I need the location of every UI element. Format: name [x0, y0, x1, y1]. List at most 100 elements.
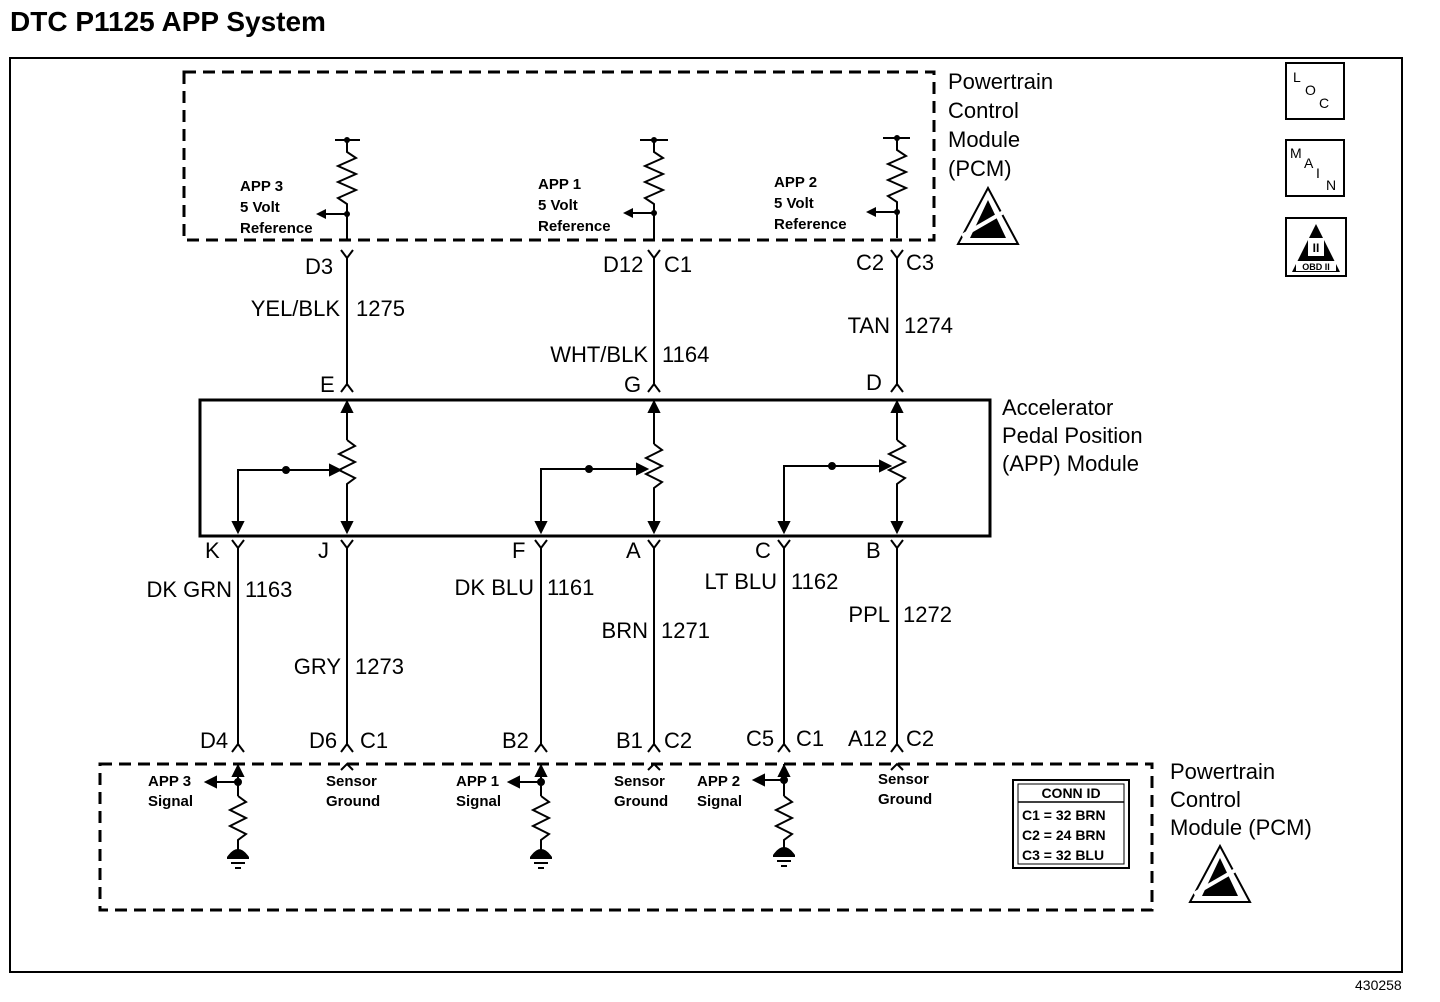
sensor-ground-stubs — [340, 762, 904, 771]
badge-letter: O — [1305, 82, 1316, 98]
app-top-pin-labels: E G D — [320, 370, 882, 397]
pin-label: G — [624, 372, 641, 397]
pcm-bottom-label-line: Powertrain — [1170, 759, 1275, 784]
app-module-label-line: Pedal Position — [1002, 423, 1143, 448]
ref-label: Reference — [774, 216, 847, 233]
pcm-label: Ground — [326, 793, 380, 810]
pin-label: C2 — [856, 250, 884, 275]
app-sensor-1 — [534, 399, 665, 535]
connector-label: C1 — [664, 252, 692, 277]
bottom-pcm-labels: APP 3 Signal Sensor Ground APP 1 Signal … — [148, 771, 932, 810]
wire-circuit: 1273 — [355, 654, 404, 679]
app2-reference-circuit — [866, 135, 910, 238]
obd-numeral: II — [1313, 241, 1320, 255]
pin-label: C — [755, 538, 771, 563]
pcm-label: Sensor — [326, 773, 377, 790]
wire-circuit: 1161 — [547, 575, 594, 600]
pin-label: B1 — [616, 728, 643, 753]
obd-text: OBD II — [1302, 262, 1330, 272]
outer-frame — [9, 57, 1403, 973]
esd-warning-icon — [956, 185, 1020, 245]
wire-circuit: 1274 — [904, 313, 953, 338]
pin-label: D — [866, 370, 882, 395]
pcm-bottom-label-line: Module (PCM) — [1170, 815, 1312, 840]
badge-letter: C — [1319, 95, 1329, 111]
app-module-label-line: Accelerator — [1002, 395, 1113, 420]
app-module-label: Accelerator Pedal Position (APP) Module — [1002, 395, 1143, 476]
wire-circuit: 1275 — [356, 296, 405, 321]
obd2-badge-icon: II OBD II — [1285, 217, 1347, 277]
pin-label: C5 — [746, 726, 774, 751]
wire-circuit: 1271 — [661, 618, 710, 643]
pin-label: B — [866, 538, 881, 563]
wire-color: PPL — [848, 602, 890, 627]
pcm-top-label-line: (PCM) — [948, 156, 1012, 181]
wire-color: TAN — [848, 313, 890, 338]
conn-id-row: C2 = 24 BRN — [1022, 827, 1106, 843]
pin-label: D3 — [305, 254, 333, 279]
wire-color: WHT/BLK — [550, 342, 648, 367]
badge-letter: M — [1290, 145, 1302, 161]
pcm-label: Sensor — [614, 773, 665, 790]
badge-letter: L — [1293, 69, 1301, 85]
pcm-label: Signal — [697, 793, 742, 810]
wire-color: GRY — [294, 654, 342, 679]
bottom-wires — [231, 539, 904, 753]
pcm-label: APP 2 — [697, 773, 740, 790]
main-badge-icon: M A I N — [1285, 139, 1345, 197]
conn-id-row: C1 = 32 BRN — [1022, 807, 1106, 823]
pin-label: D4 — [200, 728, 228, 753]
wire-circuit: 1272 — [903, 602, 952, 627]
app2-signal-circuit — [751, 763, 796, 867]
ref-label: 5 Volt — [774, 195, 814, 212]
ref-label: 5 Volt — [240, 199, 280, 216]
pin-label: B2 — [502, 728, 529, 753]
wire-color: LT BLU — [704, 569, 777, 594]
pcm-bottom-label: Powertrain Control Module (PCM) — [1170, 759, 1312, 840]
app-module-label-line: (APP) Module — [1002, 451, 1139, 476]
badge-letter: N — [1326, 177, 1336, 193]
app3-reference-circuit — [316, 137, 360, 240]
pcm-label: Sensor — [878, 771, 929, 788]
pcm-label: Signal — [148, 793, 193, 810]
conn-id-header: CONN ID — [1041, 785, 1100, 801]
wire-circuit: 1163 — [245, 577, 292, 602]
ref-label: APP 1 — [538, 176, 581, 193]
app-sensor-2 — [777, 399, 908, 535]
badge-letter: I — [1316, 165, 1320, 181]
app1-signal-circuit — [506, 763, 553, 869]
ref-label: APP 2 — [774, 174, 817, 191]
loc-badge-icon: L O C — [1285, 62, 1345, 120]
pcm-top-label: Powertrain Control Module (PCM) — [948, 69, 1053, 181]
ref-label: 5 Volt — [538, 197, 578, 214]
bottom-wire-labels: DK GRN 1163 GRY 1273 DK BLU 1161 BRN 127… — [146, 569, 952, 679]
pcm-top-label-line: Control — [948, 98, 1019, 123]
pin-label: D12 — [603, 252, 643, 277]
ref-label: Reference — [240, 220, 313, 237]
pin-label: F — [512, 538, 525, 563]
pcm-label: APP 3 — [148, 773, 191, 790]
ref-label: Reference — [538, 218, 611, 235]
connector-label: C1 — [360, 728, 388, 753]
pin-label: A — [626, 538, 641, 563]
app1-reference-circuit — [623, 137, 668, 240]
pcm-top-box — [182, 70, 936, 242]
top-wires — [340, 249, 904, 393]
top-pin-labels: D3 D12 C1 C2 C3 — [305, 250, 934, 279]
bottom-pin-labels: D4 D6 C1 B2 B1 C2 C5 C1 A12 C2 — [200, 726, 934, 753]
pin-label: D6 — [309, 728, 337, 753]
badge-letter: A — [1304, 155, 1314, 171]
esd-warning-icon — [1188, 843, 1252, 903]
pin-label: J — [318, 538, 329, 563]
pcm-label: APP 1 — [456, 773, 499, 790]
app-sensor-3 — [231, 399, 358, 535]
connector-id-table: CONN ID C1 = 32 BRN C2 = 24 BRN C3 = 32 … — [1012, 779, 1130, 869]
conn-id-row: C3 = 32 BLU — [1022, 847, 1104, 863]
wire-circuit: 1164 — [662, 342, 709, 367]
connector-label: C2 — [664, 728, 692, 753]
wire-color: BRN — [602, 618, 648, 643]
pcm-label: Ground — [878, 791, 932, 808]
wire-color: DK GRN — [146, 577, 232, 602]
wire-circuit: 1162 — [791, 569, 838, 594]
